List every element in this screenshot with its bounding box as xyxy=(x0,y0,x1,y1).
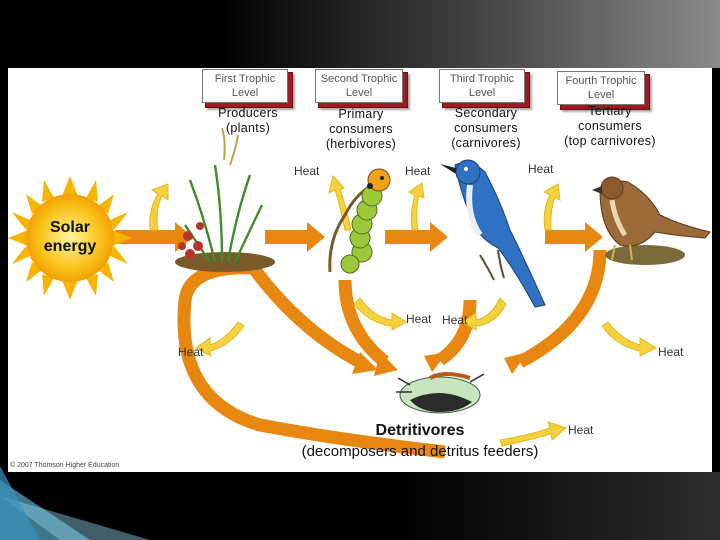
heat-label: Heat xyxy=(658,345,683,359)
detritivores-subtitle: (decomposers and detritus feeders) xyxy=(250,443,590,460)
second-trophic-level-box: Second Trophic Level xyxy=(318,72,408,108)
detritivores-title: Detritivores xyxy=(260,422,580,440)
secondary-consumers-label: Secondary consumers (carnivores) xyxy=(430,106,542,151)
third-trophic-level-label: Third Trophic Level xyxy=(439,69,525,103)
producers-label: Producers (plants) xyxy=(198,106,298,136)
bird-icon xyxy=(440,160,545,307)
hawk-icon xyxy=(592,177,710,265)
heat-label: Heat xyxy=(405,164,430,178)
heat-label: Heat xyxy=(406,312,431,326)
first-trophic-level-box: First Trophic Level xyxy=(205,72,293,108)
fourth-trophic-level-label: Fourth Trophic Level xyxy=(557,71,645,105)
heat-label: Heat xyxy=(294,164,319,178)
heat-label: Heat xyxy=(442,313,467,327)
heat-label: Heat xyxy=(528,162,553,176)
plant-icon xyxy=(175,128,275,272)
solar-energy-label: Solar energy xyxy=(30,218,110,256)
primary-consumers-label: Primary consumers (herbivores) xyxy=(306,107,416,152)
second-trophic-level-label: Second Trophic Level xyxy=(315,69,403,103)
first-trophic-level-label: First Trophic Level xyxy=(202,69,288,103)
detritivores-icon xyxy=(396,374,484,413)
tertiary-consumers-label: Tertiary consumers (top carnivores) xyxy=(545,104,675,149)
third-trophic-level-box: Third Trophic Level xyxy=(442,72,530,108)
publisher-credit: © 2007 Thomson Higher Education xyxy=(10,462,119,469)
heat-label: Heat xyxy=(178,345,203,359)
